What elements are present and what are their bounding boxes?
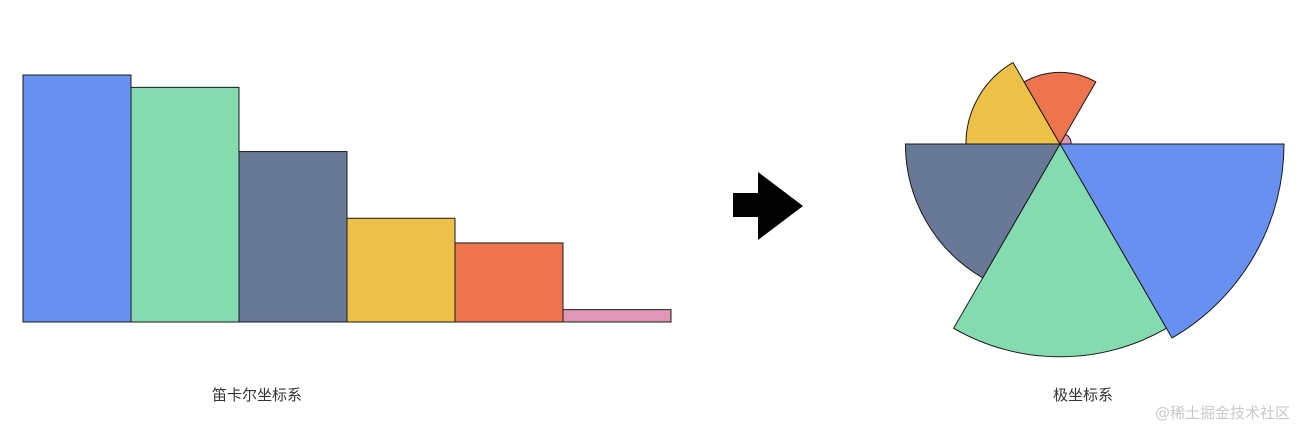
polar-caption: 极坐标系 xyxy=(1053,386,1114,404)
polar-wedge-e xyxy=(1023,71,1097,146)
cartesian-bar-e xyxy=(454,242,564,323)
polar-wedge-c xyxy=(904,143,1061,279)
polar-wedge-b xyxy=(952,143,1168,358)
watermark: @稀土掘金技术社区 xyxy=(1154,404,1290,422)
right-arrow-icon xyxy=(733,172,803,240)
cartesian-bar-b xyxy=(130,86,240,323)
cartesian-bar-f xyxy=(562,309,672,323)
polar-bar-chart xyxy=(904,61,1285,358)
cartesian-bar-d xyxy=(346,217,456,323)
polar-wedge-a xyxy=(1059,143,1285,339)
polar-wedge-f xyxy=(1059,133,1072,145)
cartesian-bar-c xyxy=(238,151,348,323)
cartesian-bar-a xyxy=(22,74,132,323)
cartesian-bar-chart xyxy=(22,74,672,323)
cartesian-caption: 笛卡尔坐标系 xyxy=(212,386,303,404)
polar-wedge-d xyxy=(965,61,1061,145)
